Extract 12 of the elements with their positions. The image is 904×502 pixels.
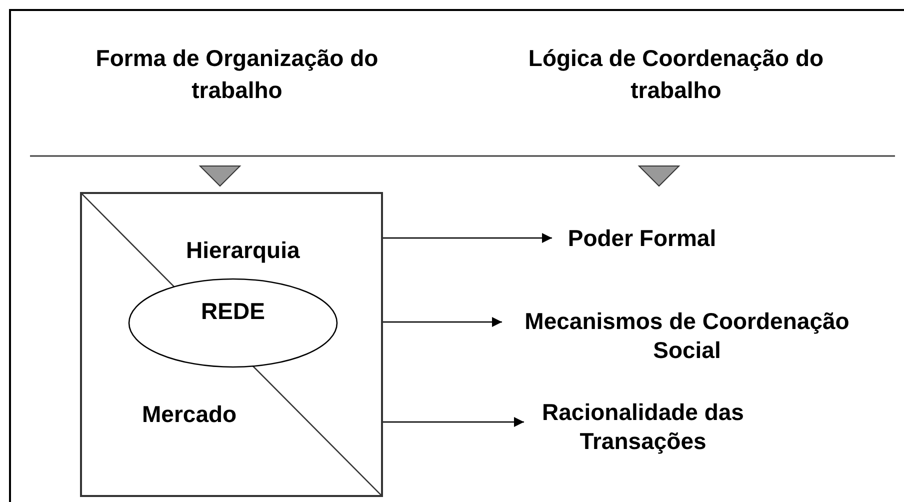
node-label: Racionalidade das Transações	[541, 398, 745, 456]
node-label: Poder Formal	[566, 224, 718, 253]
arrow	[383, 317, 502, 327]
column-heading: Lógica de Coordenação do trabalho	[527, 44, 825, 105]
region-label: Hierarquia	[186, 236, 300, 264]
arrow	[383, 233, 552, 243]
ellipse-node	[128, 278, 338, 368]
node-label: Mecanismos de Coordenação Social	[524, 307, 850, 365]
column-heading: Forma de Organização do trabalho	[94, 44, 380, 105]
node-label: REDE	[201, 297, 265, 325]
region-label: Mercado	[142, 400, 237, 428]
arrow	[383, 417, 524, 427]
